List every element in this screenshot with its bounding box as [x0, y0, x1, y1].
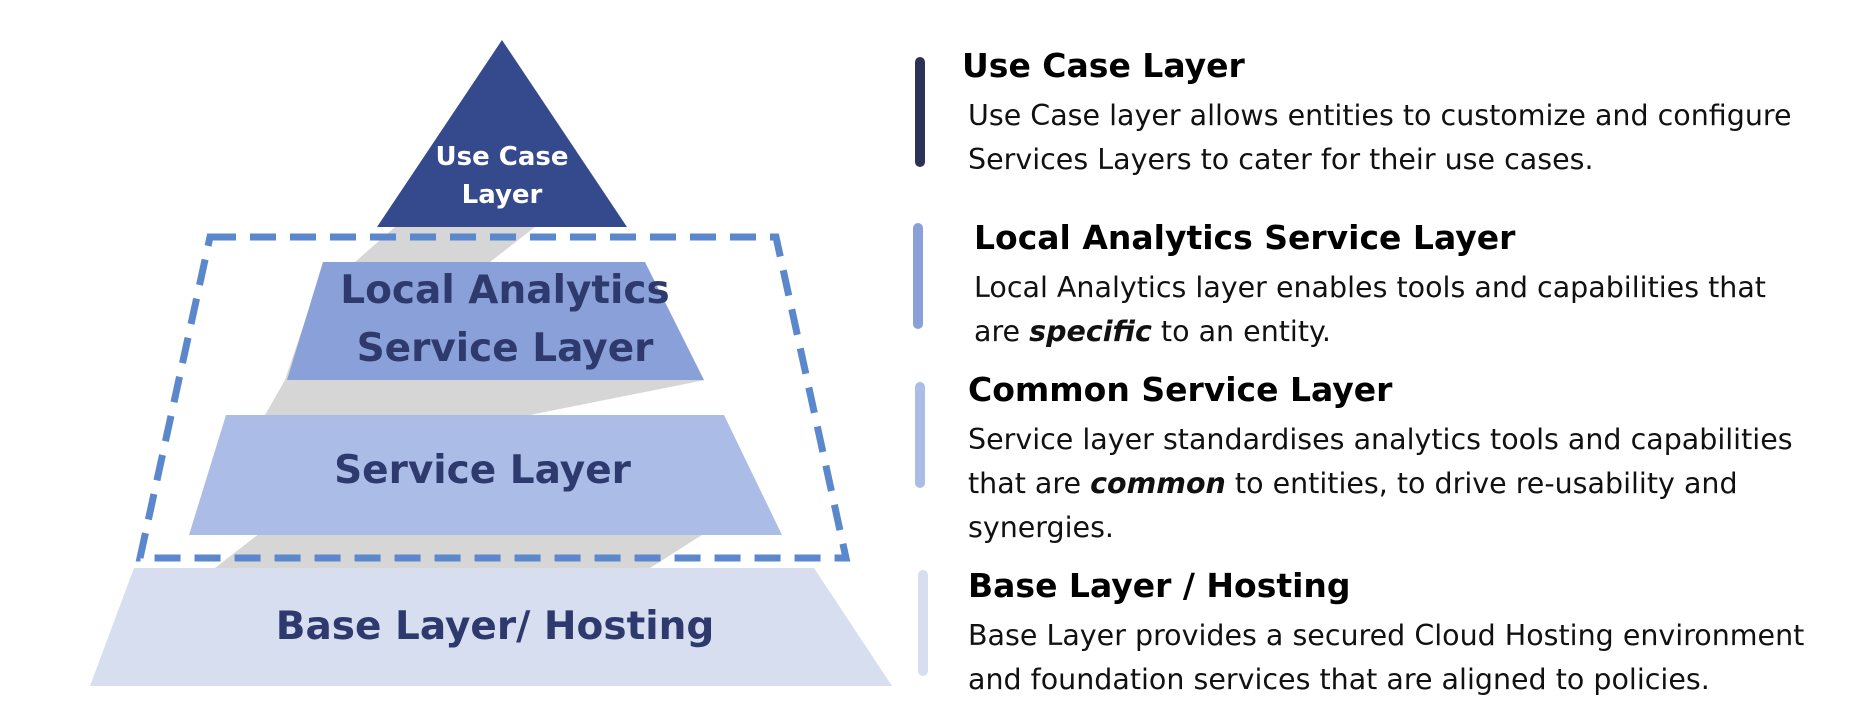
local-body-line2: are specific to an entity. [974, 310, 1766, 354]
common-service-description: Common Service Layer Service layer stand… [968, 370, 1793, 550]
use-case-title: Use Case Layer [962, 46, 1245, 85]
use-case-body: Use Case layer allows entities to custom… [968, 94, 1792, 182]
base-layer-color-bar [918, 570, 928, 676]
local-label-line1: Local Analytics [340, 268, 670, 313]
shared-services-dashed-frame [135, 233, 851, 562]
local-analytics-body: Local Analytics layer enables tools and … [974, 266, 1766, 354]
base-layer-title: Base Layer / Hosting [968, 566, 1351, 605]
connector-band-top [355, 227, 535, 262]
base-body-line2: and foundation services that are aligned… [968, 663, 1710, 696]
common-body-line1: Service layer standardises analytics too… [968, 423, 1793, 456]
common-body-line2-pre: that are [968, 467, 1091, 500]
base-layer-trapezoid [90, 568, 892, 686]
local-body-line2-post: to an entity. [1151, 315, 1331, 348]
base-layer-body: Base Layer provides a secured Cloud Host… [968, 614, 1804, 702]
local-analytics-layer-trapezoid [287, 262, 704, 380]
use-case-body-line1: Use Case layer allows entities to custom… [968, 99, 1792, 132]
layer-pyramid-diagram [90, 40, 892, 686]
common-body-emphasis: common [1090, 467, 1226, 500]
common-body-line2: that are common to entities, to drive re… [968, 462, 1793, 506]
local-analytics-description: Local Analytics Service Layer Local Anal… [974, 218, 1766, 354]
local-label-line2: Service Layer [356, 326, 654, 371]
local-analytics-title: Local Analytics Service Layer [974, 218, 1516, 257]
use-case-layer-label: Use Case Layer [402, 138, 602, 214]
use-case-description: Use Case Layer Use Case layer allows ent… [962, 46, 1792, 182]
base-layer-label: Base Layer/ Hosting [275, 604, 715, 649]
use-case-body-line2: Services Layers to cater for their use c… [968, 143, 1594, 176]
connector-band-middle [265, 380, 705, 415]
common-service-body: Service layer standardises analytics too… [968, 418, 1793, 550]
local-analytics-color-bar [913, 223, 923, 329]
use-case-color-bar [915, 57, 925, 167]
base-layer-description: Base Layer / Hosting Base Layer provides… [968, 566, 1804, 702]
base-body-line1: Base Layer provides a secured Cloud Host… [968, 619, 1805, 652]
common-body-line2-post: to entities, to drive re-usability and [1225, 467, 1738, 500]
local-analytics-layer-label: Local Analytics Service Layer [330, 262, 680, 378]
use-case-label-line1: Use Case [435, 142, 569, 172]
connector-band-lower [215, 533, 705, 568]
common-body-line3: synergies. [968, 511, 1114, 544]
common-service-title: Common Service Layer [968, 370, 1393, 409]
local-body-line1: Local Analytics layer enables tools and … [974, 271, 1766, 304]
service-layer-trapezoid [189, 415, 782, 535]
use-case-layer-triangle [377, 40, 627, 227]
service-layer-label: Service Layer [334, 448, 631, 493]
common-service-color-bar [915, 382, 925, 488]
use-case-label-line2: Layer [461, 180, 543, 210]
local-body-line2-pre: are [974, 315, 1030, 348]
local-body-emphasis: specific [1029, 315, 1152, 348]
